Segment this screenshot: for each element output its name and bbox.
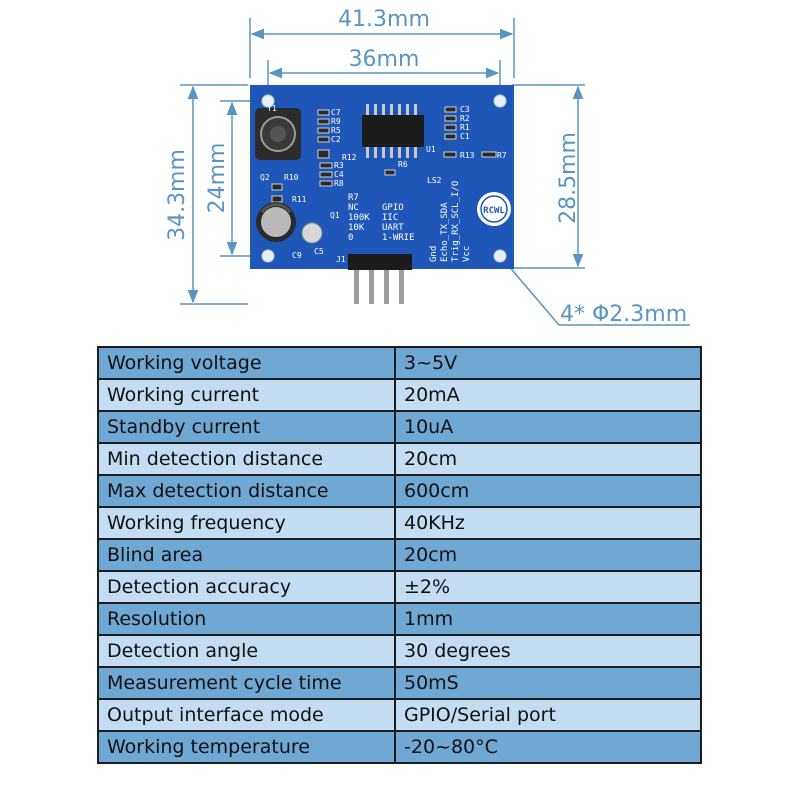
pin-gnd: Gnd <box>429 246 439 262</box>
spec-row: Detection accuracy±2% <box>97 570 702 604</box>
spec-value: 600cm <box>394 474 702 508</box>
spec-value: 20cm <box>394 538 702 572</box>
mode-zero: 0 <box>348 233 353 243</box>
label-ls2: LS2 <box>427 176 442 185</box>
spec-value: 50mS <box>394 666 702 700</box>
label-r6: R6 <box>398 160 408 169</box>
mode-1wrie: 1-WRIE <box>382 233 415 243</box>
spec-value: 1mm <box>394 602 702 636</box>
spec-label: Resolution <box>97 602 396 636</box>
label-c7: C7 <box>331 108 341 117</box>
spec-label: Min detection distance <box>97 442 396 476</box>
mode-10k: 10K <box>348 223 365 233</box>
label-q1: Q1 <box>330 211 340 220</box>
dim-hole-spacing-height-right: 28.5mm <box>556 132 581 224</box>
label-c5: C5 <box>314 247 324 256</box>
capacitor-c5 <box>301 222 323 244</box>
dim-hole-spacing-width: 36mm <box>349 47 420 72</box>
label-j1: J1 <box>336 255 346 264</box>
header-j1 <box>348 254 412 270</box>
label-c2: C2 <box>331 135 341 144</box>
rcwl-logo <box>477 192 511 226</box>
label-r10: R10 <box>284 173 299 182</box>
label-c1: C1 <box>460 132 470 141</box>
spec-value: 40KHz <box>394 506 702 540</box>
spec-value: GPIO/Serial port <box>394 698 702 732</box>
dim-hole-spacing-height-left: 24mm <box>205 143 230 214</box>
label-c4: C4 <box>334 170 344 179</box>
spec-value: ±2% <box>394 570 702 604</box>
spec-value: -20~80°C <box>394 730 702 764</box>
rcwl-logo-text: RCWL <box>483 206 505 216</box>
spec-label: Working voltage <box>97 346 396 380</box>
pin-trig: Trig_RX_SCL_I/O <box>451 181 461 262</box>
spec-label: Working current <box>97 378 396 412</box>
label-r2: R2 <box>460 114 470 123</box>
mounting-holes <box>261 94 507 263</box>
spec-label: Detection angle <box>97 634 396 668</box>
pin-vcc: Vcc <box>462 246 472 262</box>
spec-label: Max detection distance <box>97 474 396 508</box>
spec-value: 20cm <box>394 442 702 476</box>
label-r7-right: R7 <box>497 151 507 160</box>
spec-value: 30 degrees <box>394 634 702 668</box>
label-r13: R13 <box>460 151 475 160</box>
pcb-board: RCWL T1 C7 R9 R5 C2 C3 R2 R1 C1 U1 R12 R… <box>250 85 514 304</box>
header-pins <box>354 270 404 304</box>
spec-label: Output interface mode <box>97 698 396 732</box>
label-t1: T1 <box>267 104 277 113</box>
mode-gpio: GPIO <box>382 203 404 213</box>
label-r1: R1 <box>460 123 470 132</box>
label-r9: R9 <box>331 117 341 126</box>
mode-uart: UART <box>382 223 404 233</box>
spec-label: Working frequency <box>97 506 396 540</box>
spec-label: Measurement cycle time <box>97 666 396 700</box>
label-c9: C9 <box>292 251 302 260</box>
label-r5: R5 <box>331 126 341 135</box>
label-c3: C3 <box>460 105 470 114</box>
smd-components <box>271 106 497 203</box>
label-r11: R11 <box>292 195 307 204</box>
dim-outer-width: 41.3mm <box>338 7 430 32</box>
mode-100k: 100K <box>348 213 370 223</box>
spec-label: Standby current <box>97 410 396 444</box>
label-u1: U1 <box>426 145 436 154</box>
label-r8: R8 <box>334 179 344 188</box>
module-dimension-drawing: 41.3mm 36mm 34.3mm 24mm 28.5mm 4* Φ2.3mm <box>165 7 690 327</box>
spec-label: Detection accuracy <box>97 570 396 604</box>
mode-nc: NC <box>348 203 359 213</box>
spec-row: Working temperature-20~80°C <box>97 730 702 764</box>
mode-r7-header: R7 <box>348 193 359 203</box>
ic-u1 <box>362 115 424 147</box>
spec-value: 20mA <box>394 378 702 412</box>
dim-outer-height: 34.3mm <box>165 149 190 241</box>
label-r12: R12 <box>342 153 357 162</box>
spec-label: Working temperature <box>97 730 396 764</box>
spec-value: 10uA <box>394 410 702 444</box>
dim-holes: 4* Φ2.3mm <box>560 302 687 327</box>
dimension-lines <box>180 18 690 326</box>
pin-echo: Echo_TX_SDA <box>440 202 450 262</box>
spec-label: Blind area <box>97 538 396 572</box>
mode-iic: IIC <box>382 213 398 223</box>
label-q2: Q2 <box>260 173 270 182</box>
spec-value: 3~5V <box>394 346 702 380</box>
label-r3: R3 <box>334 161 344 170</box>
